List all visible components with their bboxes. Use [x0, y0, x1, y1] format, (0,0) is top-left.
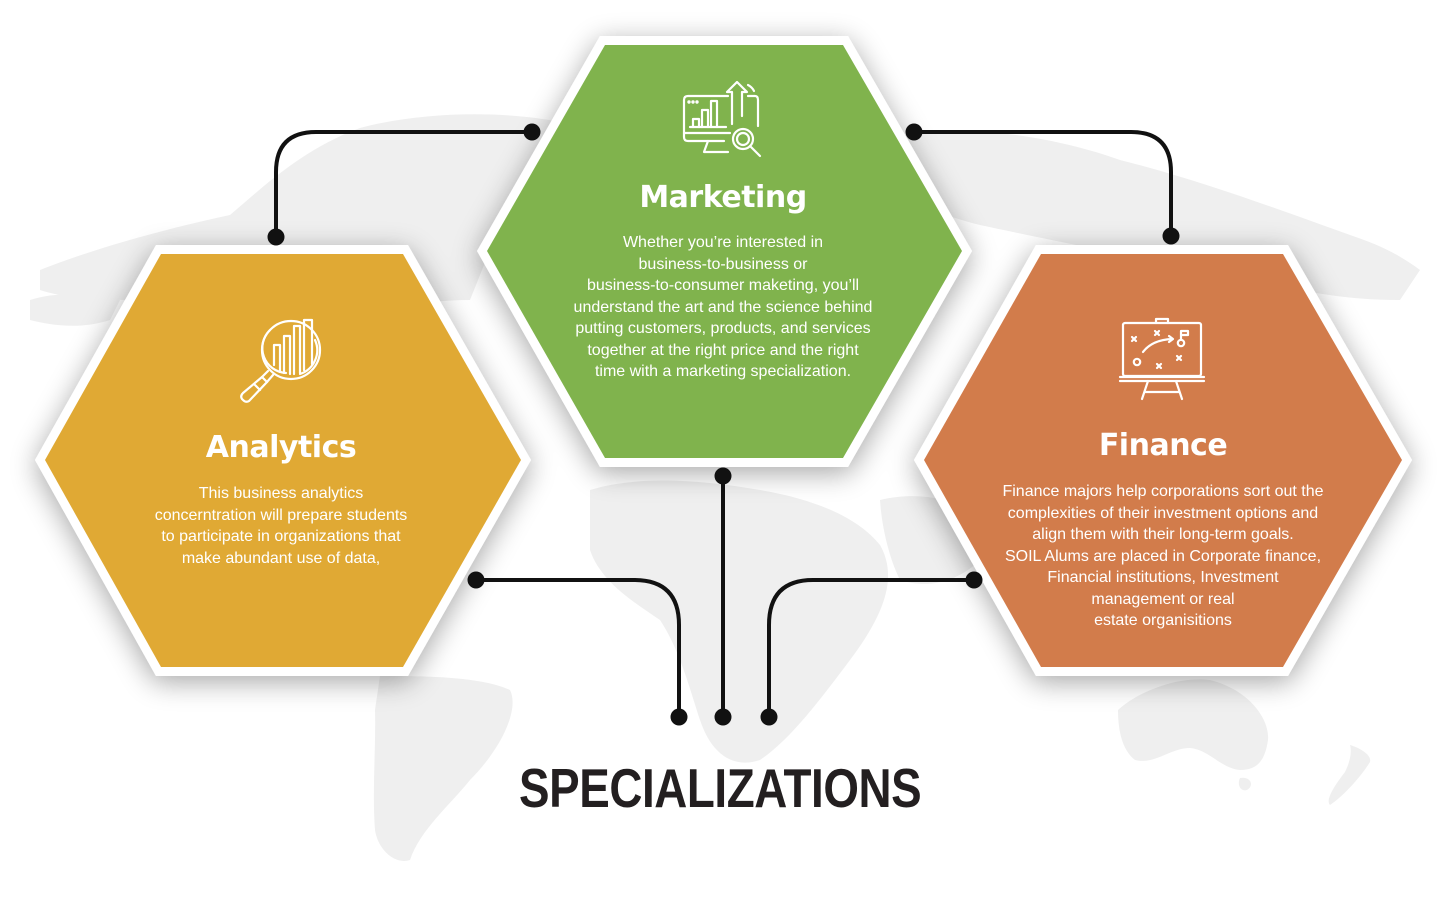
monitor-growth-chart-search-icon — [682, 80, 762, 158]
description-line: business-to-business or — [638, 255, 808, 273]
description-line: together at the right price and the righ… — [587, 341, 859, 359]
connector-analytics-bottom — [474, 578, 681, 719]
magnifier-bar-chart-icon — [240, 318, 322, 403]
description-line: complexities of their investment options… — [1007, 504, 1319, 522]
marketing-card: Marketing Whether you’re interested in b… — [533, 180, 913, 383]
marketing-title: Marketing — [639, 180, 807, 215]
connector-finance-bottom — [767, 578, 976, 719]
finance-card: Finance Finance majors help corporations… — [978, 428, 1348, 632]
description-line: SOIL Alums are placed in Corporate finan… — [1004, 547, 1322, 565]
description-line: This business analytics — [198, 485, 364, 502]
analytics-description: This business analytics concerntration w… — [110, 483, 452, 569]
dot-marketing-left — [523, 123, 541, 141]
description-line: putting customers, products, and service… — [575, 320, 871, 337]
description-line: understand the art and the science behin… — [573, 298, 873, 316]
description-line: make abundant use of data, — [181, 549, 381, 567]
description-line: Financial institutions, Investment — [1047, 569, 1279, 586]
finance-title: Finance — [1098, 428, 1228, 463]
description-line: business-to-consumer maketing, you’ll — [586, 277, 860, 294]
page-title: SPECIALIZATIONS — [519, 757, 922, 819]
dot-finance-left — [965, 571, 983, 589]
dot-end-center — [714, 708, 732, 726]
hexagon-finance — [924, 254, 1402, 667]
dot-finance-top — [1162, 227, 1180, 245]
description-line: time with a marketing specialization. — [594, 363, 852, 380]
finance-description: Finance majors help corporations sort ou… — [978, 481, 1348, 632]
description-line: estate organisitions — [1094, 612, 1232, 629]
dot-analytics-top — [267, 228, 285, 246]
analytics-title: Analytics — [205, 430, 357, 465]
description-line: align them with their long-term goals. — [1032, 526, 1294, 543]
description-line: Finance majors help corporations sort ou… — [1002, 483, 1324, 500]
dot-end-left — [670, 708, 688, 726]
strategy-board-easel-icon — [1118, 317, 1206, 401]
connector-dots — [267, 123, 1180, 726]
description-line: Whether you’re interested in — [622, 234, 824, 251]
dot-marketing-bottom — [714, 467, 732, 485]
dot-analytics-right — [467, 571, 485, 589]
hexagon-marketing — [487, 45, 962, 458]
description-line: to participate in organizations that — [161, 528, 401, 545]
dot-end-right — [760, 708, 778, 726]
dot-marketing-right — [905, 123, 923, 141]
analytics-card: Analytics This business analytics concer… — [110, 430, 452, 569]
description-line: management or real — [1091, 590, 1235, 608]
description-line: concerntration will prepare students — [154, 506, 408, 524]
connector-marketing-analytics — [274, 130, 534, 239]
marketing-description: Whether you’re interested in business-to… — [533, 232, 913, 383]
connector-marketing-finance — [912, 130, 1173, 238]
connector-lines — [274, 130, 1173, 719]
hexagon-analytics — [45, 254, 521, 667]
